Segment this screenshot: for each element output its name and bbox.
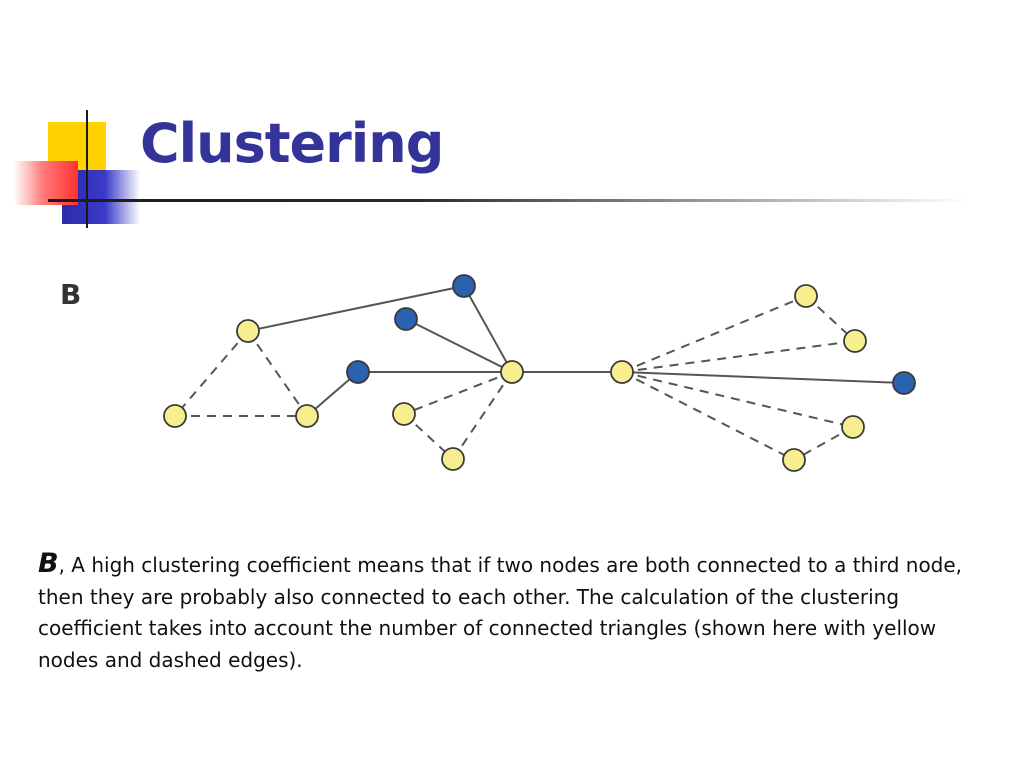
node-yellow-g: [500, 360, 524, 384]
caption-body: , A high clustering coefficient means th…: [38, 553, 963, 672]
logo-red-square: [14, 161, 78, 205]
edge-f-g: [463, 285, 513, 373]
edge-a-f: [247, 285, 465, 332]
caption: B, A high clustering coefficient means t…: [38, 548, 988, 676]
edges-layer: [174, 285, 905, 461]
nodes-layer: [163, 274, 916, 472]
node-yellow-n: [841, 415, 865, 439]
node-yellow-o: [782, 448, 806, 472]
node-yellow-b: [163, 404, 187, 428]
edge-j-o: [621, 371, 795, 461]
edge-a-c: [247, 330, 308, 417]
edge-j-n: [621, 371, 854, 428]
edge-a-b: [174, 330, 249, 417]
node-blue-m: [892, 371, 916, 395]
logo-vertical-line: [86, 110, 88, 228]
node-blue-d: [346, 360, 370, 384]
panel-label: B: [60, 278, 82, 311]
node-blue-f: [452, 274, 476, 298]
edge-g-h: [403, 371, 513, 415]
node-yellow-j: [610, 360, 634, 384]
node-yellow-c: [295, 404, 319, 428]
node-yellow-l: [843, 329, 867, 353]
edge-e-g: [405, 318, 513, 373]
node-yellow-h: [392, 402, 416, 426]
title-underline: [48, 199, 968, 202]
node-yellow-i: [441, 447, 465, 471]
caption-lead: B: [38, 548, 59, 579]
edge-g-i: [452, 371, 513, 460]
edge-j-m: [621, 371, 905, 384]
node-yellow-k: [794, 284, 818, 308]
slide-title: Clustering: [140, 112, 444, 175]
node-blue-e: [394, 307, 418, 331]
edge-j-k: [621, 295, 807, 373]
node-yellow-a: [236, 319, 260, 343]
edge-j-l: [621, 340, 856, 373]
